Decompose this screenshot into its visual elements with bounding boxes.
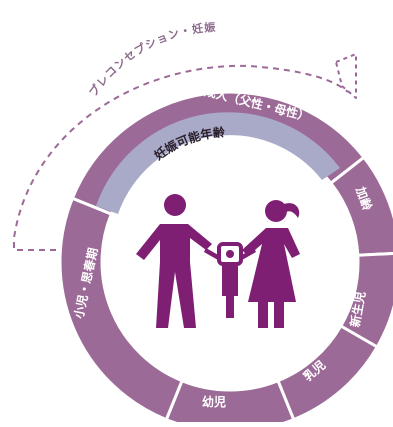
reproductive-age-band <box>96 112 340 214</box>
preconception-arrow <box>13 53 357 251</box>
segment-newborn-label: 新生児 <box>347 290 368 328</box>
segment-toddler-label: 幼児 <box>202 394 226 409</box>
family-icon <box>136 194 300 328</box>
preconception-label: プレコンセプション・妊娠 <box>86 20 217 99</box>
